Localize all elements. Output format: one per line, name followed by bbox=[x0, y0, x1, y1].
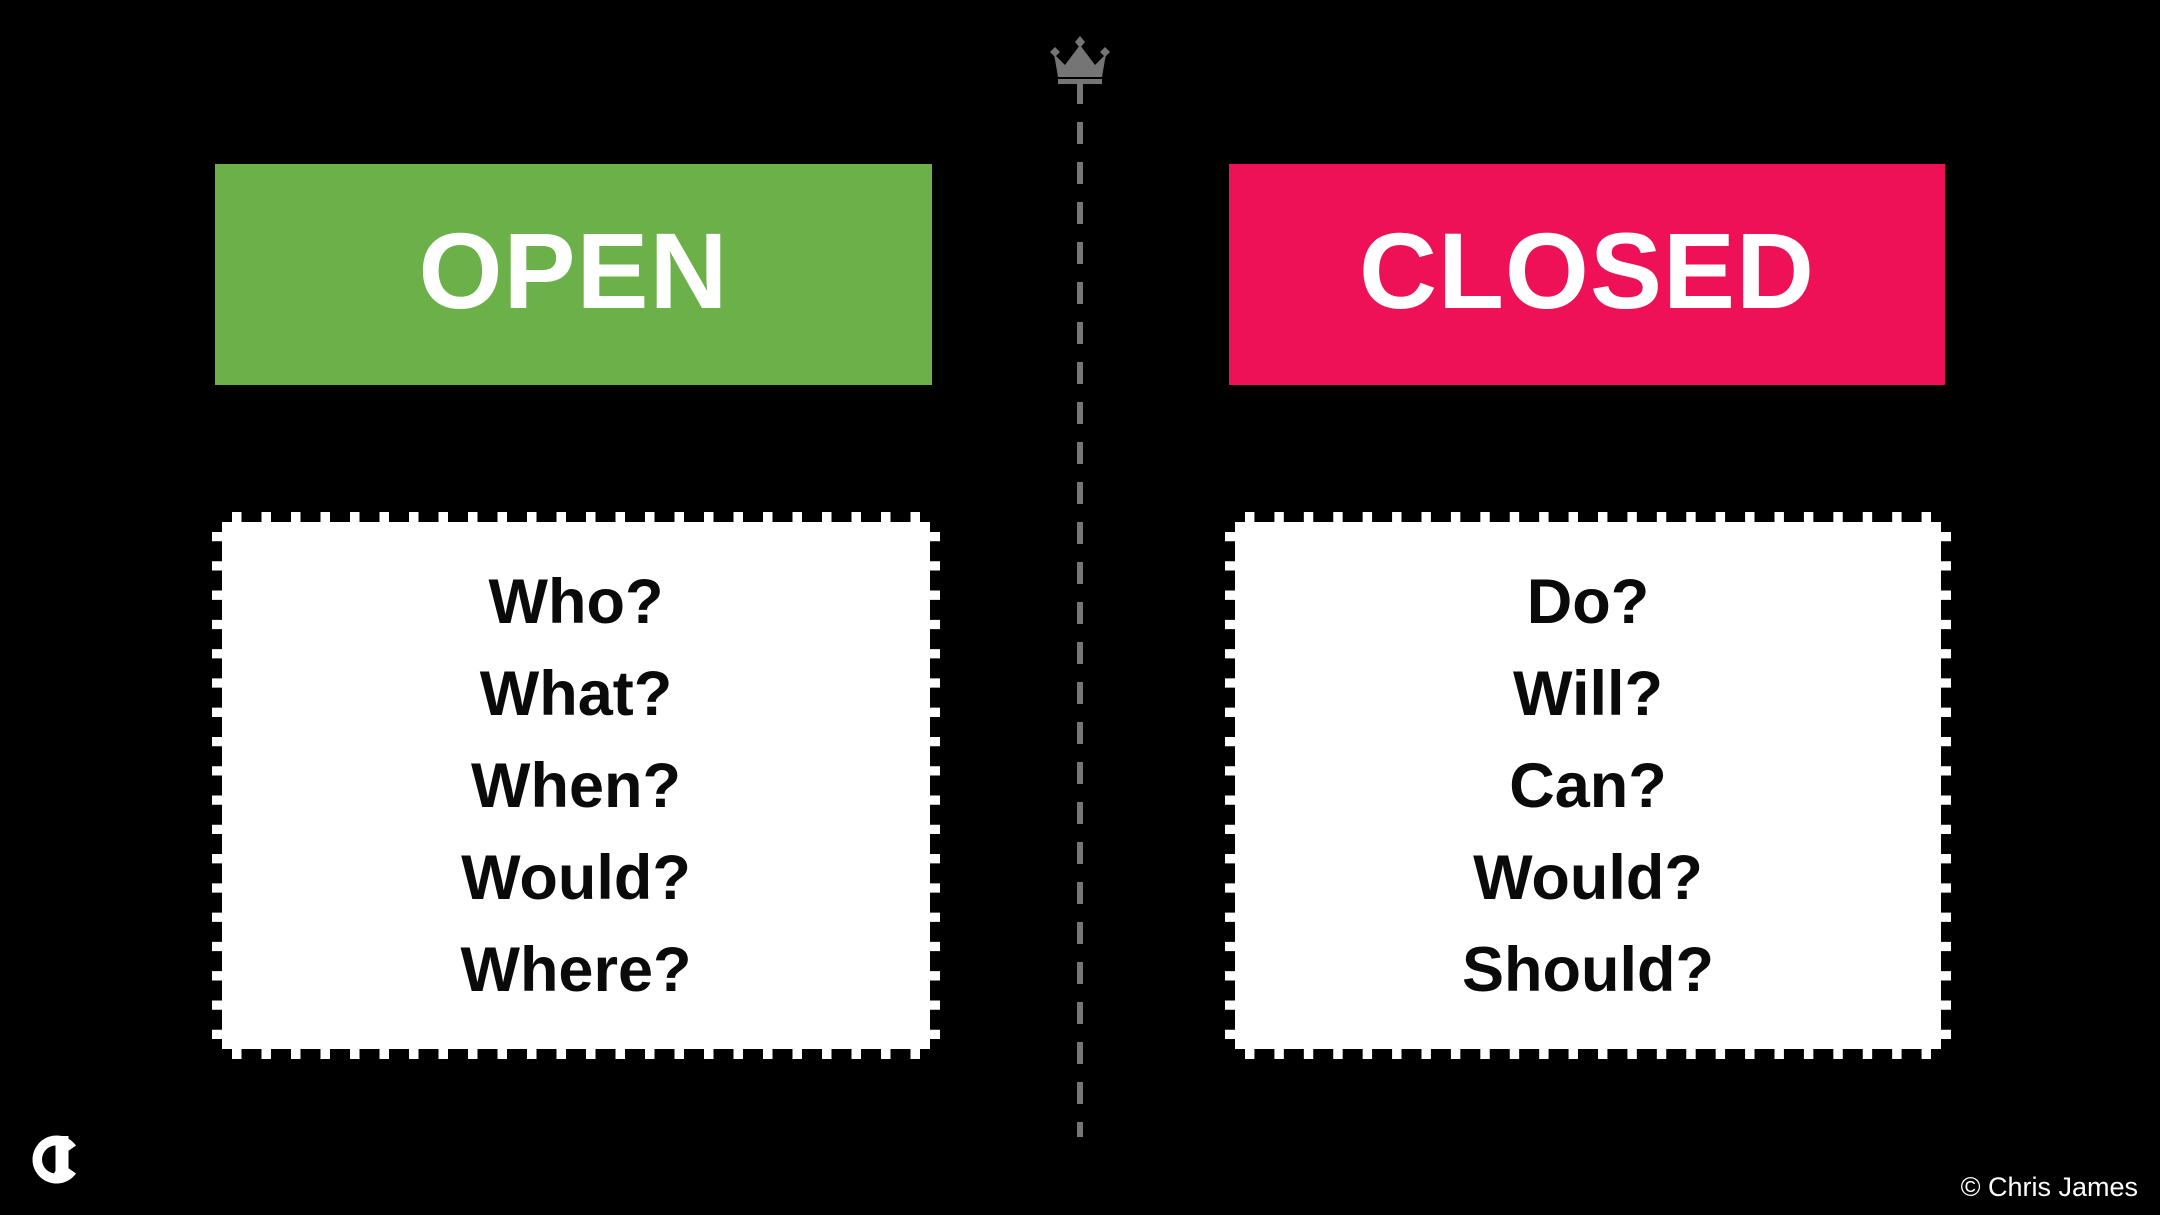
list-item: Who? bbox=[488, 566, 664, 637]
open-questions-list: Who? What? When? Would? Where? bbox=[460, 556, 691, 1016]
cj-monogram-logo-icon bbox=[22, 1126, 96, 1200]
copyright-text: © Chris James bbox=[1960, 1172, 2138, 1202]
banner-open: OPEN bbox=[215, 164, 932, 385]
list-item: What? bbox=[479, 658, 673, 729]
banner-closed-label: CLOSED bbox=[1358, 209, 1816, 331]
list-item: Can? bbox=[1509, 750, 1667, 821]
open-questions-card: Who? What? When? Would? Where? bbox=[212, 512, 940, 1059]
list-item: Should? bbox=[1462, 934, 1714, 1005]
crown-icon bbox=[1044, 34, 1116, 84]
banner-open-label: OPEN bbox=[418, 209, 729, 331]
list-item: Will? bbox=[1513, 658, 1663, 729]
list-item: Would? bbox=[461, 842, 691, 913]
closed-questions-card: Do? Will? Can? Would? Should? bbox=[1225, 512, 1951, 1059]
vertical-dashed-divider bbox=[1077, 82, 1083, 1137]
list-item: Where? bbox=[460, 934, 692, 1005]
banner-closed: CLOSED bbox=[1229, 164, 1945, 385]
list-item: Would? bbox=[1473, 842, 1703, 913]
list-item: When? bbox=[471, 750, 681, 821]
closed-questions-list: Do? Will? Can? Would? Should? bbox=[1462, 556, 1714, 1016]
list-item: Do? bbox=[1526, 566, 1650, 637]
